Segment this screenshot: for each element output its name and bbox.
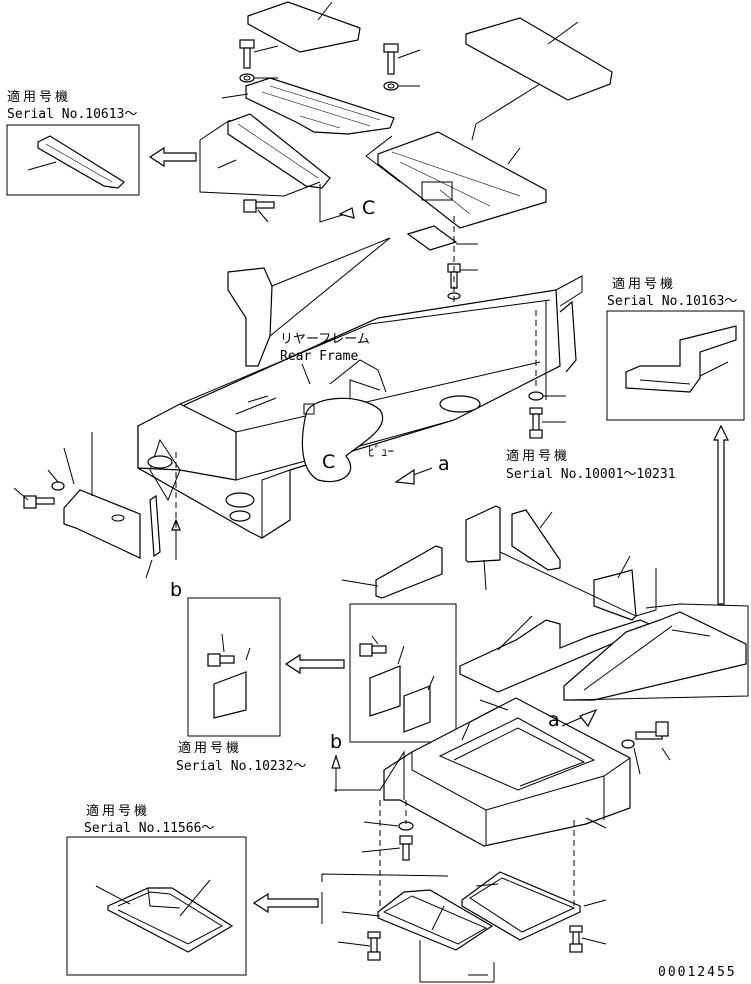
view-c-note: ﾋﾞｭｰ [368,445,394,460]
applicable-label-10163: 適用号機 [612,276,676,292]
mid-right-plate-a [511,509,561,571]
vertical-strip-plate [145,494,161,579]
applicable-label-11566: 適用号機 [86,803,150,819]
arrow-up-to-10163 [713,424,729,605]
detail-box-10163 [606,310,745,421]
view-b-arrow-lower [331,754,341,792]
small-square-plate [406,225,478,251]
top-cover-pad-large [465,17,613,101]
view-c-label-upper: C [362,197,375,219]
bolt-upper-left [239,39,279,83]
serial-label-10001-10231: Serial No.10001～10231 [506,467,676,482]
view-a-arrow-upper [394,467,433,485]
bolt-side-left [13,469,65,509]
bolt-bracket-left [243,199,275,223]
bolt-lower-left [361,800,414,861]
serial-label-10613: Serial No.10613～ [7,107,137,122]
left-side-cover-plate [63,432,141,559]
mid-right-angled-plate [563,611,747,701]
lower-plate-right [461,871,607,941]
upper-cover-plate [221,77,395,135]
serial-label-11566: Serial No.11566～ [84,821,214,836]
upper-plate-bracket [217,113,331,189]
view-a-arrow-lower [561,708,598,728]
bolt-upper-mid [383,43,421,91]
arrow-to-10613 [148,146,197,168]
arrow-to-11566 [252,892,319,914]
applicable-label-10001: 適用号機 [506,448,570,464]
view-a-label-upper: a [438,453,450,475]
serial-label-10232: Serial No.10232～ [176,759,306,774]
detail-box-center [349,603,457,743]
upper-main-cover [377,83,547,229]
view-a-label-lower: a [548,709,560,731]
detail-box-11566 [66,836,247,976]
mid-wedge-pad-left [341,545,443,599]
applicable-label-10232: 適用号機 [178,740,242,756]
lower-plate-left [341,889,494,951]
bolt-lower-bottom-right [569,925,607,953]
detail-box-10613 [6,124,140,196]
view-b-label-lower: b [330,731,342,753]
mid-right-plate-b [593,555,637,621]
view-c-label-lower: C [322,451,335,473]
drawing-number: 00012455 [658,965,737,980]
detail-box-10232 [187,597,281,737]
rear-frame [137,237,583,539]
bolt-center [447,216,478,310]
bolt-lower-bottom-left [337,931,381,961]
rear-frame-label-en: Rear Frame [280,349,358,364]
mid-square-pad [465,505,501,591]
arrow-to-10232 [284,653,345,675]
applicable-label-10613: 適用号機 [7,89,71,105]
serial-label-10163: Serial No.10163～ [607,294,737,309]
rear-frame-label-jp: リヤーフレーム [280,332,370,347]
bolt-lower-cover-right [621,721,671,775]
top-cover-pad-small [247,1,361,53]
lower-main-cover [334,697,631,847]
mid-right-base-plate [459,615,656,693]
bolt-frame-right [528,391,566,439]
view-b-label-upper: b [170,579,182,601]
